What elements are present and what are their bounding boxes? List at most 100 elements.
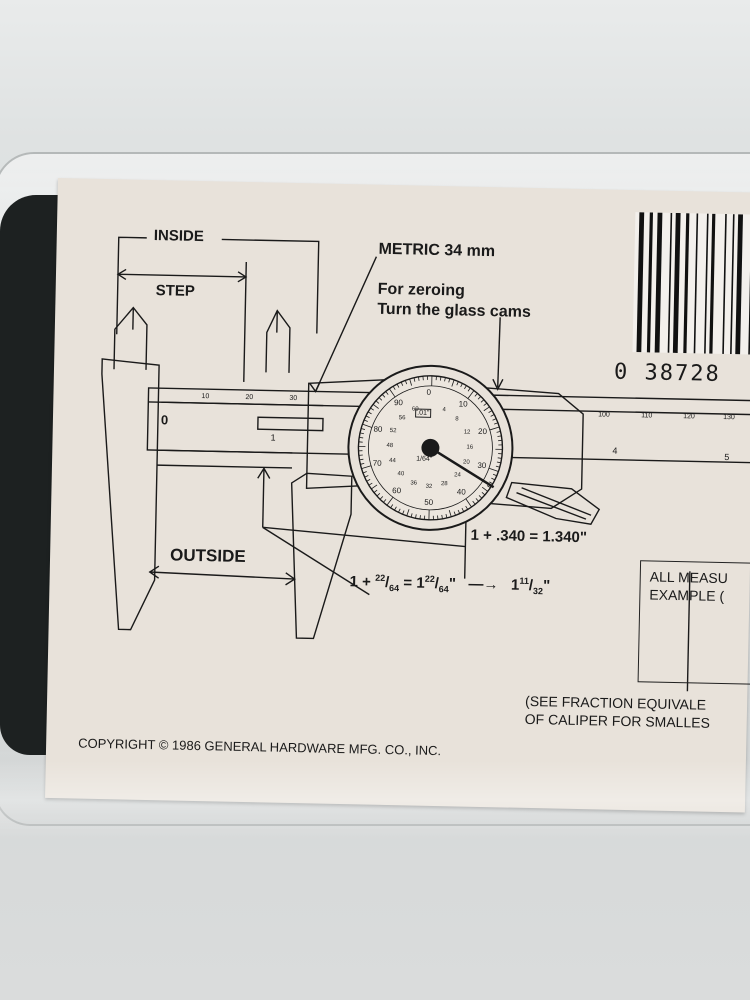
- dial-gauge: [347, 364, 514, 531]
- dial-inner-number: 40: [397, 471, 405, 478]
- dial-tick: [439, 376, 442, 381]
- outside-label: OUTSIDE: [169, 545, 246, 567]
- dial-tick: [467, 387, 471, 392]
- dial-inner-number: 16: [466, 444, 474, 451]
- dial-tick: [461, 507, 465, 512]
- dial-tick: [367, 411, 372, 415]
- dial-tick: [370, 407, 375, 411]
- dial-tick: [406, 509, 410, 516]
- dial-tick: [360, 428, 366, 430]
- dial-tick: [474, 393, 478, 397]
- barcode-bar: [748, 214, 750, 355]
- barcode: [632, 212, 750, 356]
- barcode-bar: [730, 214, 735, 355]
- dial-tick: [404, 380, 408, 385]
- dial-tick: [418, 376, 420, 381]
- dial-tick: [475, 498, 479, 502]
- formula-denominator-3: 32: [532, 586, 544, 597]
- dial-tick: [394, 506, 397, 511]
- dial-inner-number: 4: [442, 407, 446, 414]
- dial-tick: [389, 388, 396, 398]
- dial-tick: [481, 491, 486, 496]
- dial-tick: [460, 383, 463, 388]
- dial-inner-number: 12: [463, 429, 471, 436]
- barcode-bar: [683, 213, 690, 354]
- inside-label: INSIDE: [150, 226, 207, 246]
- beam-tick-120: 120: [683, 413, 695, 421]
- dial-tick: [400, 381, 404, 386]
- dial-tick: [448, 509, 452, 517]
- dial-reading-formula: 1 + .340 = 1.340": [470, 526, 588, 547]
- dial-tick: [372, 404, 379, 409]
- dial-tick: [456, 381, 459, 386]
- dial-tick: [415, 514, 417, 519]
- formula-denominator-2: 64: [438, 584, 449, 595]
- dial-outer-number: 30: [477, 460, 487, 471]
- barcode-bar: [646, 212, 654, 353]
- dial-inner-number: 56: [398, 414, 406, 422]
- dial-tick: [498, 439, 503, 442]
- dial-inner-number: 24: [454, 472, 461, 479]
- dial-tick: [381, 394, 386, 398]
- dial-tick: [495, 465, 500, 468]
- barcode-bar: [704, 213, 709, 354]
- dial-tick: [398, 508, 401, 513]
- dial-tick: [472, 500, 476, 505]
- barcode-number: 0 38728: [613, 359, 722, 387]
- dial-tick: [488, 410, 493, 413]
- dial-tick: [496, 461, 501, 464]
- dial-tick: [453, 511, 456, 516]
- dial-inner-number: 60: [411, 406, 419, 413]
- zeroing-note-line1: For zeroing: [377, 280, 466, 300]
- dial-tick: [385, 391, 389, 395]
- dial-tick: [492, 473, 497, 477]
- dial-tick: [492, 418, 497, 421]
- formula-numerator-2: 22: [424, 573, 435, 584]
- vernier-mark-4: 4: [612, 445, 618, 456]
- caliper-diagram: [101, 236, 750, 692]
- plastic-glare: [0, 760, 750, 840]
- dial-tick: [419, 515, 421, 520]
- dial-tick: [359, 436, 364, 439]
- dial-outer-number: 90: [393, 397, 404, 407]
- dial-tick: [359, 432, 364, 435]
- dial-tick: [358, 454, 363, 456]
- scale-zero: 0: [160, 412, 169, 428]
- dial-outer-number: 0: [426, 387, 432, 397]
- dial-tick: [494, 422, 499, 425]
- vernier-mark-5: 5: [724, 452, 730, 463]
- dial-tick: [465, 505, 469, 510]
- scale-tick-30: 30: [289, 394, 298, 403]
- dial-outer-number: 70: [372, 458, 382, 468]
- dial-tick: [360, 462, 365, 465]
- dial-tick: [362, 423, 373, 428]
- dial-inner-number: 8: [455, 416, 459, 423]
- dial-outer-number: 60: [392, 486, 402, 496]
- formula-denominator-1: 64: [389, 583, 400, 594]
- dial-inner-number: 36: [410, 480, 418, 487]
- dial-inner-number: 52: [389, 427, 397, 434]
- dial-outer-number: 20: [477, 426, 488, 437]
- dial-tick: [490, 414, 495, 417]
- formula-mid: = 1: [399, 574, 425, 592]
- dial-tick: [383, 499, 387, 503]
- dial-tick: [413, 377, 416, 382]
- barcode-bars: [636, 212, 750, 355]
- dial-tick: [371, 484, 378, 490]
- formula-numerator-1: 22: [375, 572, 386, 583]
- barcode-bar: [735, 214, 743, 355]
- dial-tick: [410, 513, 413, 518]
- dial-tick: [445, 513, 448, 519]
- dial-tick: [496, 431, 501, 433]
- barcode-bar: [636, 212, 645, 353]
- dial-tick: [481, 486, 489, 492]
- dial-tick: [392, 386, 396, 390]
- dial-tick: [359, 458, 364, 461]
- dial-tick: [409, 378, 413, 386]
- barcode-bar: [709, 213, 716, 354]
- dial-tick: [366, 479, 371, 482]
- beam-tick-130: 130: [723, 413, 735, 422]
- vernier-mark-1: 1: [270, 432, 276, 443]
- dial-outer-number: 50: [424, 497, 434, 507]
- metric-note: METRIC 34 mm: [378, 240, 496, 261]
